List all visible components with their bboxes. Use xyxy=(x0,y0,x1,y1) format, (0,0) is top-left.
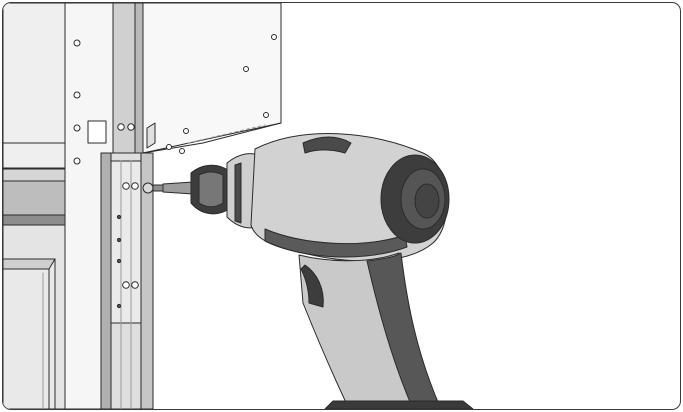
power-drill xyxy=(162,133,474,409)
assembly-illustration xyxy=(3,3,474,409)
upper-panel xyxy=(142,3,282,154)
mounting-rail xyxy=(100,152,154,409)
horizontal-rail xyxy=(3,168,79,226)
lower-door-panel xyxy=(3,258,56,409)
